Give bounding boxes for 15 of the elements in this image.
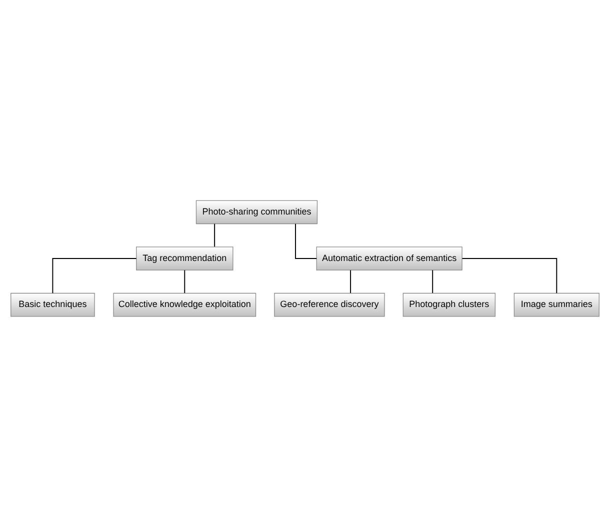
node-box: Tag recommendation [136, 246, 234, 270]
connector [184, 270, 186, 294]
node-box: Collective knowledge exploitation [113, 292, 256, 317]
connector [462, 258, 558, 294]
node-box: Geo-reference discovery [274, 292, 385, 317]
connector [295, 223, 318, 259]
node-box: Automatic extraction of semantics [316, 246, 462, 270]
node-box: Image summaries [514, 292, 600, 317]
connector [214, 223, 216, 248]
connector [350, 270, 352, 294]
node-box: Photograph clusters [402, 292, 496, 317]
node-box: Basic techniques [10, 292, 95, 317]
connector [432, 270, 434, 294]
node-box: Photo-sharing communities [196, 200, 318, 224]
connector [52, 258, 137, 294]
